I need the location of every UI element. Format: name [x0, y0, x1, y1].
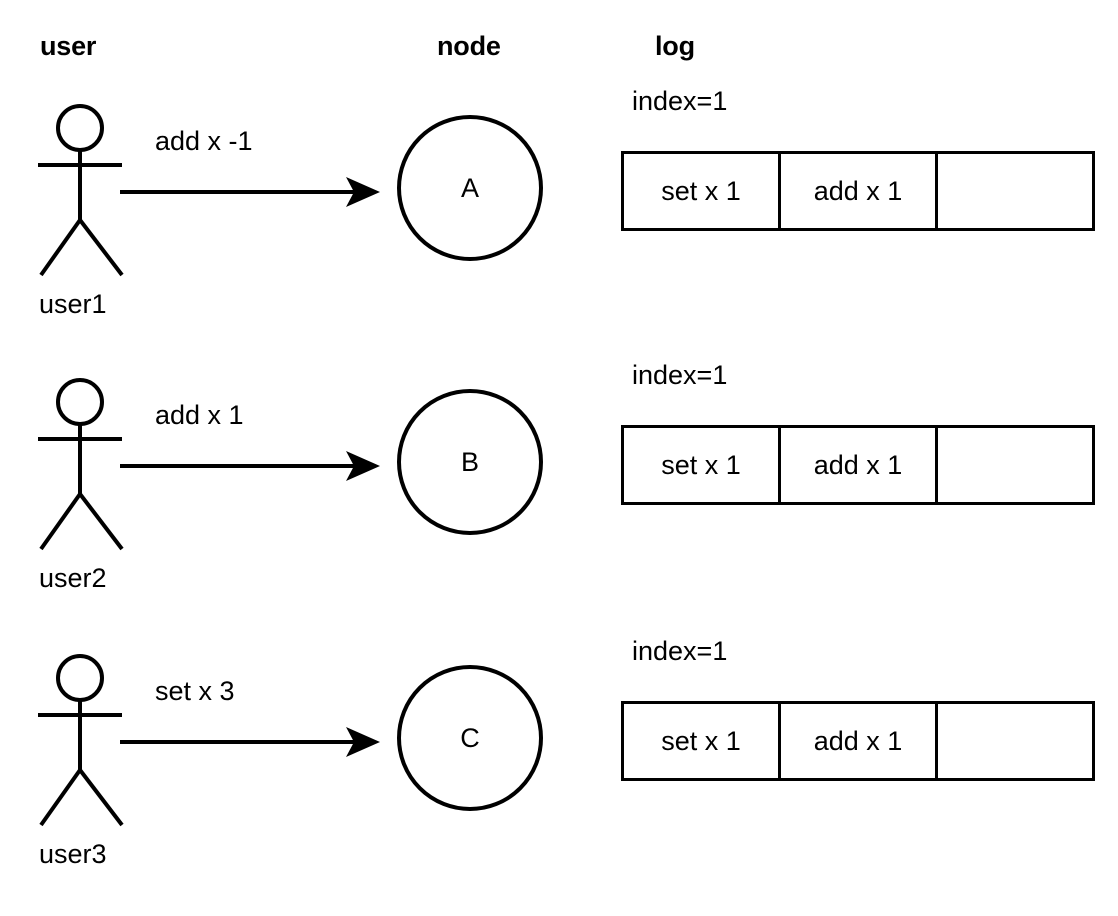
node-label: C — [460, 722, 480, 753]
node-circle — [397, 665, 543, 811]
log-cell: add x 1 — [781, 428, 938, 502]
log-index-label: index=1 — [632, 360, 728, 390]
node-circle — [397, 115, 543, 261]
log-cell: set x 1 — [624, 704, 781, 778]
log-index-label: index=1 — [632, 636, 728, 666]
log-cell-empty — [938, 428, 1092, 502]
arrow-right-icon — [120, 727, 380, 757]
log-cell: set x 1 — [624, 428, 781, 502]
diagram-row: user3 set x 3 C index=1 set x 1 add x 1 — [0, 550, 1118, 868]
log-table: set x 1 add x 1 — [621, 151, 1095, 231]
actor-label: user3 — [39, 839, 107, 869]
column-header-log: log — [655, 31, 695, 61]
log-cell-empty — [938, 704, 1092, 778]
arrow-label: add x -1 — [155, 126, 253, 156]
diagram-row: user2 add x 1 B index=1 set x 1 add x 1 — [0, 274, 1118, 592]
log-cell: set x 1 — [624, 154, 781, 228]
arrow-label: set x 3 — [155, 676, 235, 706]
actor-label: user1 — [39, 289, 107, 319]
node-label: A — [460, 172, 479, 203]
stick-figure-icon — [38, 654, 124, 827]
log-cell: add x 1 — [781, 704, 938, 778]
arrow-right-icon — [120, 177, 380, 207]
log-cell-empty — [938, 154, 1092, 228]
column-header-node: node — [437, 31, 501, 61]
node-label: B — [460, 446, 479, 477]
arrow-label: add x 1 — [155, 400, 244, 430]
log-cell: add x 1 — [781, 154, 938, 228]
diagram-row: user1 add x -1 A index=1 set x 1 add x 1 — [0, 0, 1118, 318]
log-index-label: index=1 — [632, 86, 728, 116]
node-circle — [397, 389, 543, 535]
log-table: set x 1 add x 1 — [621, 425, 1095, 505]
actor-label: user2 — [39, 563, 107, 593]
stick-figure-icon — [38, 104, 124, 277]
stick-figure-icon — [38, 378, 124, 551]
log-table: set x 1 add x 1 — [621, 701, 1095, 781]
column-header-user: user — [40, 31, 97, 61]
arrow-right-icon — [120, 451, 380, 481]
